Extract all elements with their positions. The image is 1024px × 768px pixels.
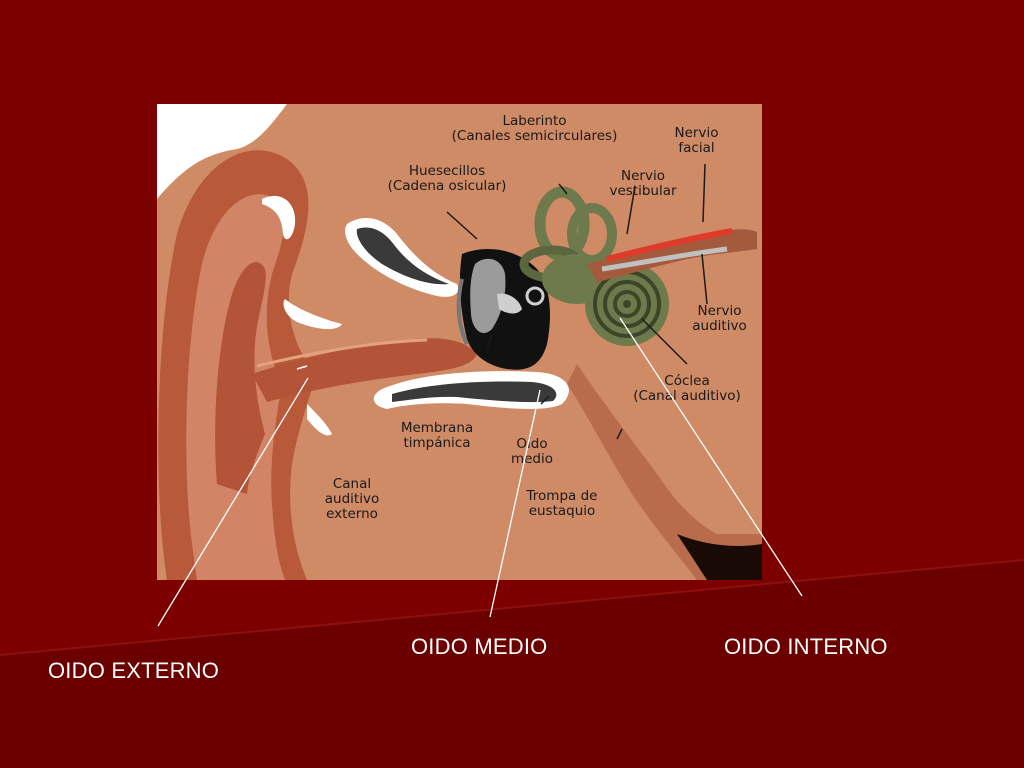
label-oido-medio-slide: OIDO MEDIO [411, 634, 548, 659]
label-huesecillos: Huesecillos (Cadena osicular) [387, 163, 507, 194]
label-membrana-timpanica: Membrana timpánica [400, 420, 474, 451]
label-trompa-eustaquio: Trompa de eustaquio [526, 488, 598, 519]
label-coclea: Cóclea (Canal auditivo) [633, 373, 741, 404]
label-nervio-vestibular: Nervio vestibular [609, 168, 677, 199]
label-oido-medio: Oído medio [510, 436, 554, 467]
ear-anatomy-figure: Laberinto (Canales semicirculares) Huese… [157, 104, 762, 580]
label-laberinto: Laberinto (Canales semicirculares) [451, 113, 618, 144]
label-canal-auditivo-externo: Canal auditivo externo [324, 476, 380, 522]
label-oido-externo: OIDO EXTERNO [48, 658, 220, 683]
label-nervio-facial: Nervio facial [674, 125, 719, 156]
label-nervio-auditivo: Nervio auditivo [692, 303, 747, 334]
label-oido-interno: OIDO INTERNO [724, 634, 888, 659]
